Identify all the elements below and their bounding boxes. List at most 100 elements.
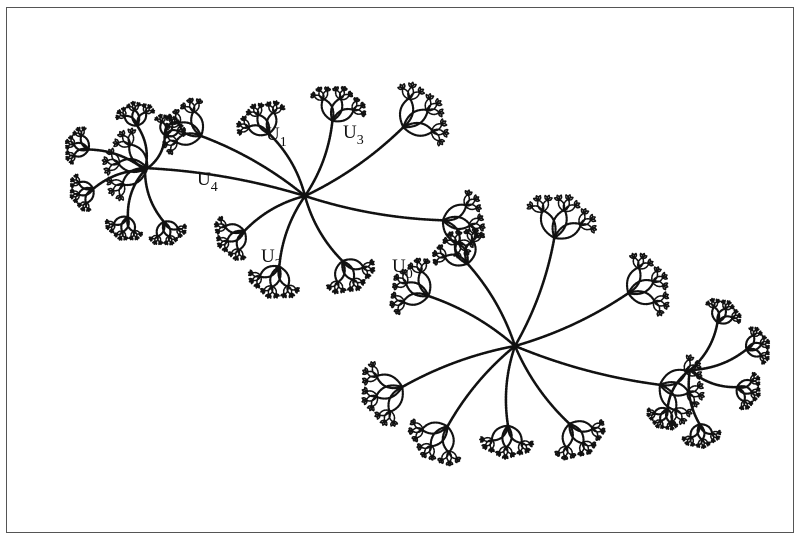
fractal-petal <box>746 406 747 409</box>
fractal-petal <box>216 229 220 231</box>
fractal-petal <box>274 108 282 113</box>
fractal-petal <box>420 453 425 455</box>
fractal-petal <box>221 217 223 221</box>
fractal-petal <box>87 209 88 212</box>
fractal-petal <box>79 182 94 190</box>
fractal-petal <box>650 418 652 419</box>
fractal-petal <box>124 237 125 240</box>
fractal-petal <box>79 128 80 131</box>
fractal-petal <box>221 220 226 227</box>
fractal-petal <box>418 258 420 262</box>
fractal-petal <box>735 311 738 312</box>
fractal-petal <box>465 204 477 209</box>
fractal-petal <box>323 90 328 99</box>
fractal-petal <box>647 413 649 414</box>
fractal-petal <box>164 242 167 243</box>
fractal-petal <box>657 269 662 271</box>
fractal-petal <box>766 358 767 361</box>
fractal-petal <box>362 267 367 275</box>
fractal-petal <box>77 174 78 177</box>
fractal-petal <box>362 398 367 400</box>
fractal-petal <box>441 124 446 126</box>
fractal-petal <box>110 230 113 231</box>
fractal-petal <box>656 425 658 426</box>
fractal-petal <box>67 151 68 154</box>
fractal-petal <box>183 130 185 131</box>
fractal-petal <box>174 118 176 119</box>
fractal-petal <box>699 395 702 400</box>
fractal-petal <box>71 184 74 185</box>
fractal-petal <box>759 334 762 335</box>
fractal-petal <box>124 108 126 110</box>
fractal-petal <box>365 387 367 392</box>
fractal-petal <box>580 224 592 230</box>
fractal-petal <box>144 104 146 106</box>
fractal-petal <box>191 98 193 102</box>
fractal-petal <box>67 140 68 143</box>
fractal-petal <box>542 200 548 212</box>
fractal-petal <box>724 301 726 304</box>
fractal-petal <box>757 390 760 391</box>
fractal-petal <box>764 337 767 338</box>
fractal-petal <box>175 239 176 242</box>
fractal-petal <box>71 136 72 139</box>
fractal-petal <box>708 301 709 304</box>
fractal-petal <box>648 263 653 265</box>
fractal-petal <box>348 288 351 290</box>
fractal-petal <box>281 294 285 296</box>
fractal-petal <box>115 139 118 143</box>
fractal-petal <box>691 443 693 445</box>
fractal-petal <box>716 437 717 440</box>
fractal-petal <box>122 131 124 136</box>
fractal-petal <box>184 227 187 228</box>
fractal-petal <box>72 189 73 192</box>
fractal-petal <box>421 263 426 273</box>
fractal-petal <box>244 120 249 128</box>
fractal-petal <box>634 254 636 259</box>
fractal-petal <box>194 103 200 113</box>
fractal-petal <box>69 161 72 162</box>
region-label-u3: U3 <box>343 122 364 148</box>
fractal-petal <box>738 316 741 317</box>
fractal-petal <box>753 398 754 401</box>
fractal-petal <box>665 427 667 428</box>
fractal-petal <box>478 218 483 220</box>
fractal-petal <box>70 195 73 196</box>
fractal-petal <box>266 294 270 296</box>
fractal-petal <box>689 358 694 361</box>
fractal-petal <box>717 301 720 302</box>
fractal-petal <box>421 444 432 449</box>
fractal-ray <box>506 346 515 426</box>
fractal-ray <box>690 322 718 370</box>
fractal-petal <box>661 426 662 428</box>
fractal-petal <box>363 378 368 380</box>
fractal-petal <box>476 208 479 212</box>
region-label-u1: U1 <box>266 124 287 150</box>
fractal-petal <box>731 307 734 308</box>
fractal-petal <box>390 301 394 303</box>
fractal-petal <box>740 407 742 408</box>
fractal-petal <box>264 286 272 291</box>
fractal-petal <box>584 211 589 214</box>
fractal-petal <box>135 237 136 240</box>
fractal-petal <box>483 438 492 442</box>
fractal-petal <box>481 437 484 440</box>
fractal-petal <box>140 234 141 237</box>
fractal-petal <box>429 456 432 460</box>
fractal-petal <box>372 366 378 377</box>
fractal-petal <box>440 248 445 257</box>
fractal-petal <box>361 282 363 285</box>
fractal-petal <box>530 202 533 207</box>
fractal-petal <box>707 443 708 446</box>
fractal-petal <box>436 103 441 105</box>
fractal-petal <box>229 252 232 254</box>
fractal-petal <box>119 110 120 113</box>
fractal-petal <box>258 107 262 116</box>
fractal-petal <box>170 116 171 118</box>
fractal-petal <box>698 386 703 388</box>
fractal-petal <box>738 321 739 324</box>
fractal-petal <box>373 362 375 367</box>
fractal-petal <box>675 425 676 427</box>
fractal-ray <box>515 293 628 346</box>
